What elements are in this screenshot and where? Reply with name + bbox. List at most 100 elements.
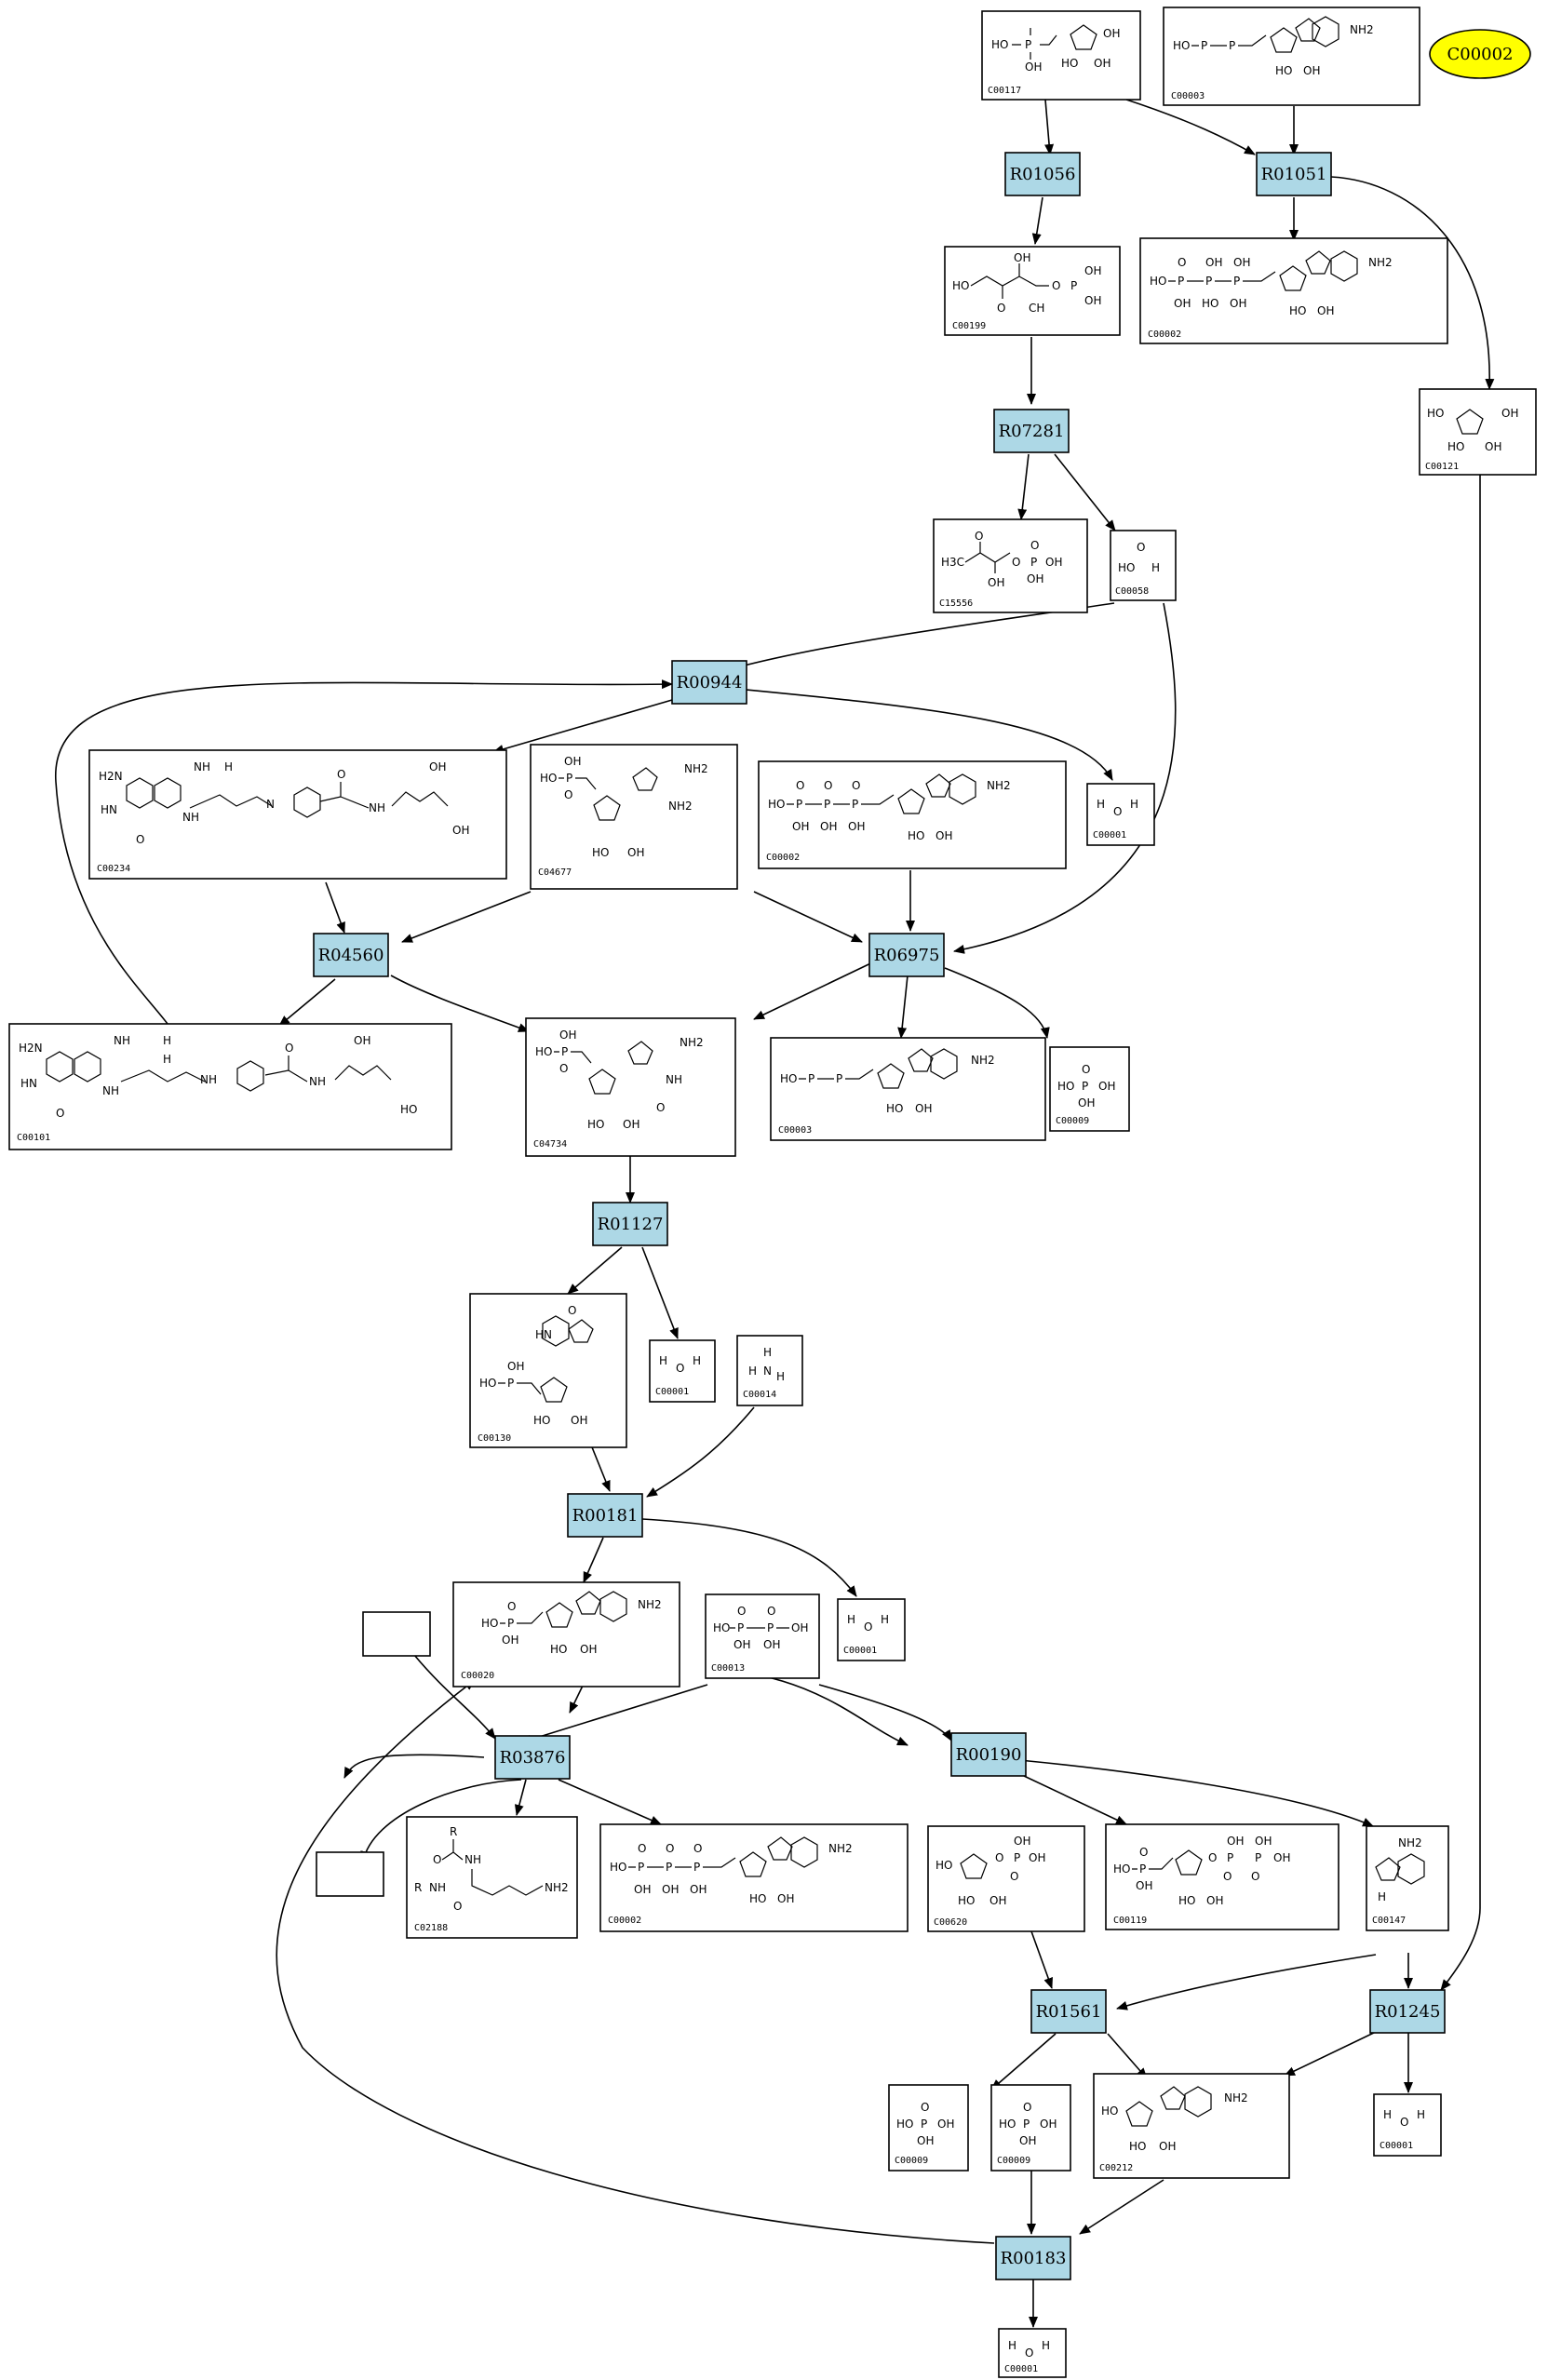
compound-C00117[interactable]: HO P OH OH HO OH C00117 [981,10,1141,101]
reaction-R00181[interactable]: R00181 [567,1493,643,1538]
compound-C00009-c[interactable]: O P HO OH OH C00009 [990,2084,1071,2172]
compound-C00002-mid[interactable]: HO P P P O O O OH OH OH NH2 HO OH C00002 [758,760,1067,869]
compound-C00003-top[interactable]: HO P P NH2 HO OH C00003 [1163,7,1420,106]
empty-node[interactable] [316,1851,384,1897]
svg-text:HO: HO [550,1643,567,1656]
svg-text:OH: OH [559,1029,576,1042]
edge [1079,2179,1164,2235]
compound-C00001-b[interactable]: H O H C00001 [649,1339,716,1403]
reaction-R00190[interactable]: R00190 [950,1732,1027,1777]
svg-text:C15556: C15556 [939,598,973,609]
highlight-label: C00002 [1447,45,1513,64]
empty-node[interactable] [362,1611,431,1657]
svg-text:C00234: C00234 [97,864,130,874]
reaction-R01561[interactable]: R01561 [1030,1989,1107,2034]
edge [753,891,863,943]
svg-text:OH: OH [1485,440,1501,453]
compound-C04734[interactable]: HO P OH O NH2 NH O HO OH C04734 [525,1017,736,1157]
compound-C00009-b[interactable]: O P HO OH OH C00009 [888,2084,969,2172]
reaction-R01051[interactable]: R01051 [1256,152,1332,196]
compound-C00199[interactable]: HO OH O CH O P OH OH C00199 [944,246,1121,336]
svg-text:O: O [656,1101,665,1114]
compound-C00003-mid[interactable]: HO P P NH2 HO OH C00003 [770,1037,1046,1141]
svg-text:O: O [997,302,1005,315]
compound-C00001-e[interactable]: H O H C00001 [998,2328,1067,2378]
compound-C00147[interactable]: NH2 H C00147 [1366,1825,1449,1931]
svg-text:OH: OH [1019,2134,1036,2147]
reaction-R07281[interactable]: R07281 [993,409,1070,453]
compound-C00002-top[interactable]: HO P P P O OH OH OH HO OH NH2 HO OH C000… [1139,237,1448,344]
svg-text:OH: OH [623,1118,639,1131]
compound-C00013[interactable]: HO P P OH O O OH OH C00013 [705,1593,820,1679]
compound-C04677[interactable]: HO P OH O NH2 NH2 HO OH C04677 [530,744,738,890]
edge [988,1756,1374,1827]
svg-text:C02188: C02188 [414,1923,448,1933]
svg-text:OH: OH [1501,407,1518,420]
compound-C02188[interactable]: R O NH R NH O NH2 C02188 [406,1816,578,1939]
compound-C15556[interactable]: H3C O OH O P OH O OH C15556 [933,518,1088,613]
svg-text:HO: HO [610,1861,626,1874]
svg-text:O: O [1010,1870,1018,1883]
reaction-R01245[interactable]: R01245 [1369,1989,1446,2034]
compound-C00130[interactable]: O HN HO P OH HO OH C00130 [469,1293,627,1448]
svg-text:HO: HO [768,798,785,811]
edge [567,1246,623,1295]
svg-text:CH: CH [1029,302,1044,315]
svg-text:OH: OH [429,760,446,773]
svg-text:H: H [1417,2108,1425,2121]
svg-text:N: N [266,798,275,811]
edge [707,1667,909,1746]
compound-C00001-d[interactable]: H O H C00001 [1373,2093,1442,2157]
compound-C00001-c[interactable]: H O H C00001 [837,1598,906,1661]
compound-C00058[interactable]: O HO H C00058 [1110,530,1177,601]
compound-C00101[interactable]: H2N HN O NH NH H H NH O NH OH HO C00101 [8,1023,452,1150]
svg-text:H: H [693,1354,701,1367]
svg-text:C00620: C00620 [934,1917,967,1928]
svg-text:O: O [433,1853,441,1866]
svg-text:P: P [1082,1080,1088,1093]
reaction-R01127[interactable]: R01127 [592,1202,668,1246]
compound-C00234[interactable]: H2N HN O NH NH H N O NH OH OH C00234 [88,749,507,880]
svg-text:OH: OH [988,576,1004,589]
svg-text:O: O [693,1842,702,1855]
svg-text:OH: OH [1084,264,1101,277]
edge [514,1779,527,1816]
svg-text:R04560: R04560 [318,946,384,965]
compound-C00001-a[interactable]: H O H C00001 [1086,783,1155,846]
svg-text:O: O [864,1620,872,1634]
svg-text:NH: NH [464,1853,481,1866]
svg-text:O: O [56,1107,64,1120]
compound-C00620[interactable]: HO O P OH OH O HO OH C00620 [927,1825,1085,1932]
reaction-R03876[interactable]: R03876 [494,1735,571,1780]
highlight-node[interactable]: C00002 [1429,29,1531,79]
compound-C00009-a[interactable]: O P HO OH OH C00009 [1049,1046,1130,1132]
svg-text:OH: OH [354,1034,370,1047]
compound-C00002-low[interactable]: HO P P P O O O OH OH OH NH2 HO OH C00002 [599,1823,909,1932]
svg-text:OH: OH [571,1414,587,1427]
svg-text:C00009: C00009 [997,2156,1030,2166]
compound-C00119[interactable]: HO P O OH O P P OH OH OH O O HO OH C0011… [1105,1823,1339,1930]
svg-text:C00101: C00101 [17,1133,50,1143]
svg-text:NH2: NH2 [680,1036,704,1049]
svg-text:OH: OH [848,820,865,833]
edge [1330,176,1495,390]
compound-C00014[interactable]: H H N H C00014 [736,1335,803,1406]
svg-text:C04677: C04677 [538,867,572,878]
compound-C00020[interactable]: HO P O OH NH2 HO OH C00020 [452,1581,680,1688]
compound-C00212[interactable]: HO NH2 HO OH C00212 [1093,2073,1290,2179]
edge [953,602,1177,954]
svg-text:HO: HO [535,1045,552,1058]
svg-text:O: O [1208,1851,1217,1864]
compound-C00121[interactable]: HO OH HO OH C00121 [1419,388,1537,476]
reaction-R00183[interactable]: R00183 [995,2236,1071,2280]
svg-text:N: N [763,1365,772,1378]
reaction-R06975[interactable]: R06975 [868,933,945,977]
reaction-R00944[interactable]: R00944 [671,660,747,705]
svg-text:OH: OH [662,1883,679,1896]
edge [390,975,530,1032]
svg-text:C00199: C00199 [952,321,986,331]
svg-text:O: O [796,779,804,792]
reaction-R04560[interactable]: R04560 [313,933,389,977]
svg-text:HO: HO [592,846,609,859]
reaction-R01056[interactable]: R01056 [1004,152,1081,196]
